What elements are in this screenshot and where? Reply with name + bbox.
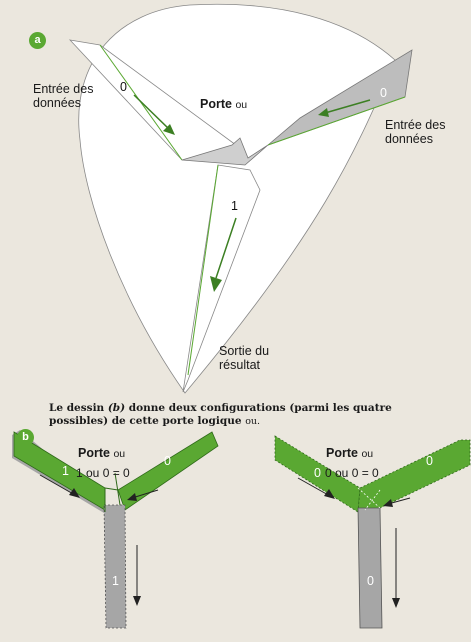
left-value-b-left: 1: [62, 464, 69, 478]
right-value-b-right: 0: [426, 454, 433, 468]
gate-title-a: Porte ou: [200, 97, 248, 111]
gate-left-example: [12, 430, 219, 629]
panel-b-badge: b: [17, 429, 34, 446]
center-fold: [181, 137, 269, 166]
left-input-label: Entrée des données: [33, 82, 94, 110]
equation-left: 1 ou 0 = 0: [76, 466, 130, 480]
output-value-a: 1: [231, 199, 238, 213]
right-value-a: 0: [380, 86, 387, 100]
left-value-b-right: 0: [314, 466, 321, 480]
equation-right: 0 ou 0 = 0: [325, 466, 379, 480]
left-input-arrow: [133, 94, 175, 135]
right-arm-left-example: [117, 431, 219, 511]
left-arm-right-example: [274, 435, 361, 513]
left-value-a: 0: [120, 80, 127, 94]
output-label: Sortie du résultat: [219, 344, 270, 372]
gate-right-example: [274, 435, 471, 629]
right-input-arrow: [318, 99, 371, 117]
gate-title-b-right: Porte ou: [326, 446, 374, 460]
panel-a-badge: a: [29, 32, 46, 49]
right-input-label: Entrée des données: [385, 118, 446, 146]
output-arrow: [210, 217, 237, 292]
gate-title-b-left: Porte ou: [78, 446, 126, 460]
output-stem-left-example: [103, 504, 127, 629]
right-value-b-left: 0: [164, 454, 171, 468]
output-stem-right-example: [357, 507, 383, 629]
caption: Le dessin (b) donne deux configurations …: [49, 402, 392, 427]
output-flap: [182, 164, 261, 393]
output-value-b-right: 0: [367, 574, 374, 588]
output-value-b-left: 1: [112, 574, 119, 588]
